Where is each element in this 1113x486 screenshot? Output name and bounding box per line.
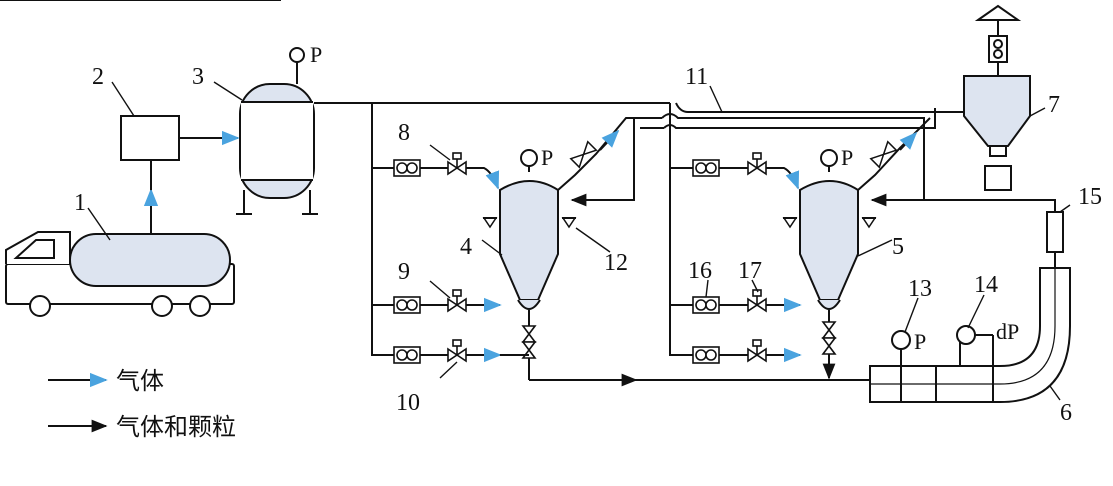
pressure-label-5: P xyxy=(841,145,853,170)
callout-10: 10 xyxy=(396,390,420,416)
legend: 气体 气体和颗粒 xyxy=(48,367,236,441)
callout-14: 14 xyxy=(974,272,998,298)
flowmeter-9 xyxy=(393,296,421,314)
valve-right-top xyxy=(747,152,767,175)
outlet-valve-5 xyxy=(822,321,836,339)
tanker-truck xyxy=(5,231,235,317)
callout-12: 12 xyxy=(604,250,628,276)
callout-13: 13 xyxy=(908,276,932,302)
filter-15 xyxy=(1046,211,1064,253)
callout-16: 16 xyxy=(688,258,712,284)
dp-label-14: dP xyxy=(996,319,1019,344)
callout-17: 17 xyxy=(738,258,762,284)
dp-gauge-14 xyxy=(956,325,976,345)
callout-5: 5 xyxy=(892,234,904,260)
main-gas-header xyxy=(314,102,965,356)
pressure-label-4: P xyxy=(541,145,553,170)
pressure-gauge-4 xyxy=(520,149,538,167)
callout-7: 7 xyxy=(1048,92,1060,118)
gas-storage-tank xyxy=(236,62,318,215)
load-cell-5-right xyxy=(861,217,877,228)
flowmeter-10 xyxy=(393,346,421,364)
callout-15: 15 xyxy=(1078,184,1102,210)
flowmeter-16 xyxy=(692,296,720,314)
load-cell-5-left xyxy=(782,217,798,228)
callout-2: 2 xyxy=(92,64,104,90)
callout-6: 6 xyxy=(1060,400,1072,426)
callout-1: 1 xyxy=(74,190,86,216)
callout-9: 9 xyxy=(398,259,410,285)
pressure-gauge-tank xyxy=(289,47,305,63)
test-pipe-6 xyxy=(869,267,1071,403)
valve-10 xyxy=(447,339,467,362)
outlet-valve-4 xyxy=(522,325,536,343)
blow-tank-4 xyxy=(499,166,559,310)
outlet-valve-5b xyxy=(822,337,836,355)
legend-gas-particles-label: 气体和颗粒 xyxy=(116,413,236,441)
pressure-label-13: P xyxy=(914,329,926,354)
valve-8 xyxy=(447,152,467,175)
valve-right-bottom xyxy=(747,339,767,362)
valve-17 xyxy=(747,289,767,312)
pressure-gauge-13 xyxy=(891,330,911,350)
flowmeter-8 xyxy=(393,159,421,177)
receiving-hopper-7 xyxy=(0,0,1031,191)
safety-valve-4 xyxy=(569,140,598,169)
unit-box-2 xyxy=(120,115,180,161)
leader-lines xyxy=(87,81,1071,401)
blow-tank-5 xyxy=(799,166,859,310)
valve-9 xyxy=(447,289,467,312)
flowmeter-right-bottom xyxy=(692,346,720,364)
callout-3: 3 xyxy=(192,64,204,90)
pressure-gauge-5 xyxy=(820,149,838,167)
legend-gas-label: 气体 xyxy=(116,367,164,395)
callout-4: 4 xyxy=(460,234,472,260)
safety-valve-5 xyxy=(869,140,898,169)
load-cell-4-left xyxy=(482,217,498,228)
callout-11: 11 xyxy=(685,64,708,90)
callout-8: 8 xyxy=(398,120,410,146)
pressure-label-tank: P xyxy=(310,42,322,67)
flowmeter-right-top xyxy=(692,159,720,177)
load-cell-4-right xyxy=(561,217,577,228)
